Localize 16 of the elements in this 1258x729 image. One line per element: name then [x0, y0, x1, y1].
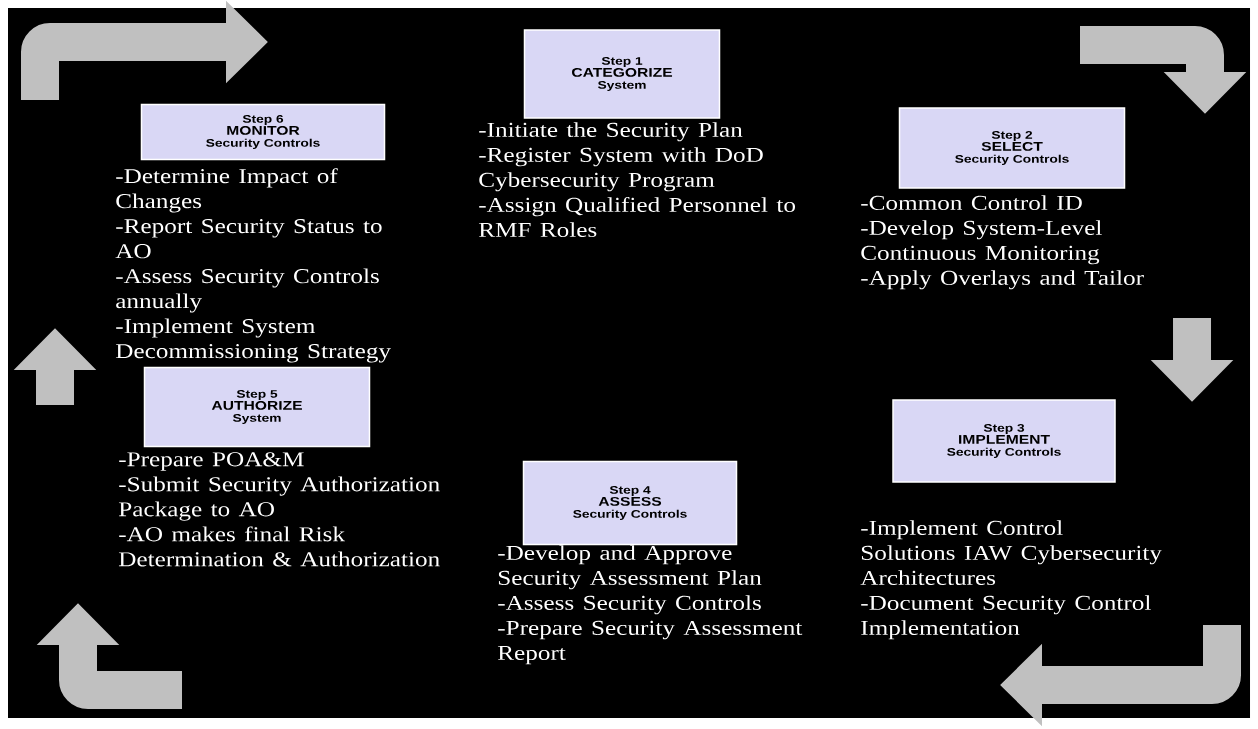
bullet-list: -Prepare POA&M -Submit Security Authorization Package to AO -AO makes final Risk Determination & Authorization [118, 452, 440, 567]
step-box: Step 5 AUTHORIZE System [143, 366, 371, 448]
bullet-list: -Determine Impact of Changes -Report Security Status to AO -Assess Security Controls annually -Implement System Decommissioning Strategy [115, 168, 391, 363]
step-box: Step 2 SELECT Security Controls [898, 107, 1126, 189]
step-box: Step 3 IMPLEMENT Security Controls [892, 399, 1116, 483]
step-box: Step 4 ASSESS Security Controls [522, 460, 738, 546]
bullet-list: -Implement Control Solutions IAW Cybersecurity Architectures -Document Security Control Implementation [860, 520, 1162, 640]
bullet-list: -Develop and Approve Security Assessment Plan -Assess Security Controls -Prepare Security Assessment Report [497, 545, 803, 665]
node-label: -Assess Security Controls annually [116, 268, 379, 313]
bullet-list: -Common Control ID -Develop System-Level Continuous Monitoring -Apply Overlays and Tailor [861, 195, 1144, 290]
node-label: -Implement System Decommissioning Strategy [115, 318, 391, 363]
node-label: -Report Security Status to AO [115, 219, 382, 259]
step-box: Step 6 MONITOR Security Controls [140, 103, 386, 161]
node-label: -Determine Impact of Changes [116, 168, 338, 213]
step-box: Step 1 CATEGORIZE System [523, 29, 721, 119]
bullet-list: -Initiate the Security Plan -Register System with DoD Cybersecurity Program -Assign Qualified Personnel to RMF Roles [478, 122, 796, 237]
